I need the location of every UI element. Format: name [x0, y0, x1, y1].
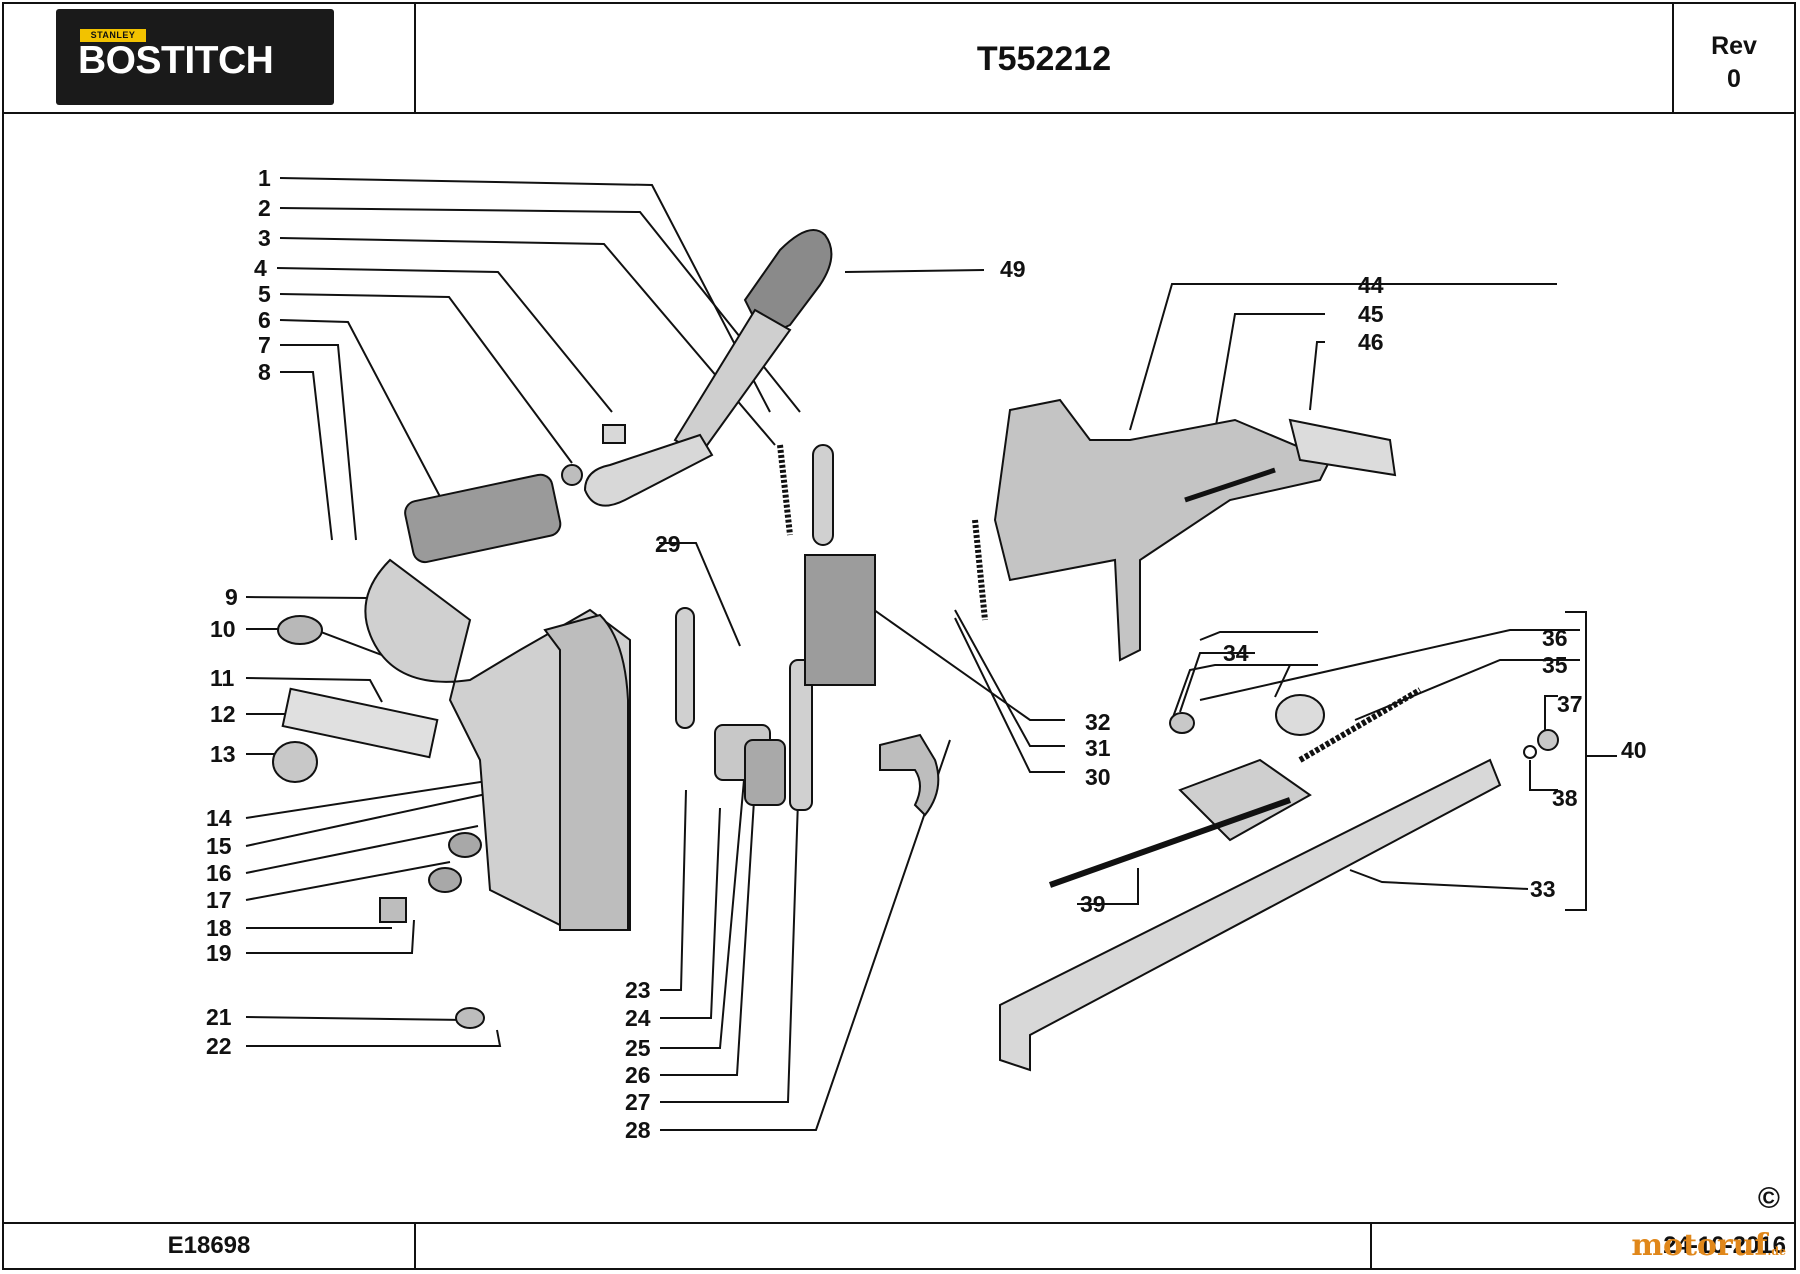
part-12-plate [281, 687, 439, 759]
callout-33: 33 [1530, 876, 1556, 902]
callout-1: 1 [258, 165, 271, 191]
callout-12: 12 [210, 701, 236, 727]
part-35-rod [1298, 687, 1422, 763]
part-16-knob [448, 832, 482, 858]
callout-25: 25 [625, 1035, 651, 1061]
callout-19: 19 [206, 940, 232, 966]
callout-36: 36 [1542, 625, 1568, 651]
callout-18: 18 [206, 915, 232, 941]
callout-13: 13 [210, 741, 236, 767]
callout-9: 9 [225, 584, 238, 610]
callout-31: 31 [1085, 735, 1111, 761]
callout-49: 49 [1000, 256, 1026, 282]
callout-21: 21 [206, 1004, 232, 1030]
callout-28: 28 [625, 1117, 651, 1143]
part-5-screw [561, 464, 583, 486]
callout-45: 45 [1358, 301, 1384, 327]
callout-17: 17 [206, 887, 232, 913]
footer-divider [1370, 1224, 1372, 1268]
callout-24: 24 [625, 1005, 651, 1031]
title-block-header: STANLEY BOSTITCH T552212 Rev 0 [4, 4, 1794, 114]
part-30-block [804, 554, 876, 686]
callout-26: 26 [625, 1062, 651, 1088]
callout-2: 2 [258, 195, 271, 221]
part-21-screw [455, 1007, 485, 1029]
lever-arm [583, 433, 714, 507]
part-3-spring [777, 444, 793, 536]
watermark-text: motoruf [1631, 1228, 1768, 1263]
callout-27: 27 [625, 1089, 651, 1115]
logo-brand-text: BOSTITCH [78, 39, 274, 82]
footer-date-cell: 24-10-2016 [1663, 1224, 1786, 1268]
callout-46: 46 [1358, 329, 1384, 355]
part-26-block [744, 739, 786, 806]
handle-lever [673, 308, 792, 457]
callout-3: 3 [258, 225, 271, 251]
rev-label: Rev [1711, 32, 1757, 60]
callout-39: 39 [1080, 891, 1106, 917]
bostitch-logo: STANLEY BOSTITCH [56, 9, 334, 105]
magazine-track [999, 758, 1502, 1072]
part-45-rod [1184, 467, 1276, 503]
callout-44: 44 [1358, 272, 1384, 298]
callout-11: 11 [210, 665, 235, 691]
copyright-symbol: © [1757, 1182, 1780, 1215]
part-2-link [812, 444, 834, 546]
callout-22: 22 [206, 1033, 232, 1059]
logo-cell: STANLEY BOSTITCH [4, 4, 416, 112]
watermark-suffix: .de [1767, 1245, 1786, 1258]
revision-cell: Rev 0 [1672, 4, 1794, 112]
callout-40: 40 [1621, 737, 1647, 763]
part-38-ring [1523, 745, 1537, 759]
rev-value: 0 [1727, 65, 1741, 93]
part-36-ring [1275, 694, 1325, 736]
callout-38: 38 [1552, 785, 1578, 811]
part-28-link [789, 659, 813, 811]
part-46-bracket [1288, 418, 1397, 477]
callout-29: 29 [655, 531, 681, 557]
title-block-footer: E18698 24-10-2016 motoruf.de [4, 1222, 1794, 1268]
part-10-bushing [277, 615, 323, 645]
handle-pad [404, 473, 562, 564]
callout-5: 5 [258, 281, 271, 307]
drawing-date: 24-10-2016 [1663, 1232, 1786, 1259]
callout-23: 23 [625, 977, 651, 1003]
callout-8: 8 [258, 359, 271, 385]
part-28-hook [879, 733, 940, 817]
callout-6: 6 [258, 307, 271, 333]
callout-14: 14 [206, 805, 232, 831]
callout-34: 34 [1223, 640, 1249, 666]
part-13-cam [272, 741, 318, 783]
magazine-housing [993, 398, 1332, 662]
part-17-knob [428, 867, 462, 893]
part-drawings [272, 229, 1559, 1072]
part-31-spring [972, 519, 988, 621]
part-18-nut [379, 897, 407, 923]
callout-37: 37 [1557, 691, 1583, 717]
part-34-washer [1169, 712, 1195, 734]
logo-stanley-tag: STANLEY [80, 29, 146, 42]
drawing-number: E18698 [4, 1224, 416, 1268]
callout-15: 15 [206, 833, 232, 859]
part-37-nut [1537, 729, 1559, 751]
callout-4: 4 [254, 255, 267, 281]
watermark-logo: motoruf.de [1631, 1228, 1786, 1270]
callout-30: 30 [1085, 764, 1111, 790]
callout-35: 35 [1542, 652, 1568, 678]
part-4-pin [602, 424, 626, 444]
callout-32: 32 [1085, 709, 1111, 735]
callout-labels: 1 2 3 4 5 6 7 8 9 10 11 12 13 14 15 16 1… [206, 165, 1647, 1143]
callout-7: 7 [258, 332, 271, 358]
part-number-title: T552212 [976, 40, 1112, 78]
part-39-rod [1048, 797, 1292, 888]
callout-16: 16 [206, 860, 232, 886]
frame-plate [543, 613, 629, 931]
part-33-pusher [1178, 758, 1312, 842]
part-29-link [675, 607, 695, 729]
callout-10: 10 [210, 616, 236, 642]
